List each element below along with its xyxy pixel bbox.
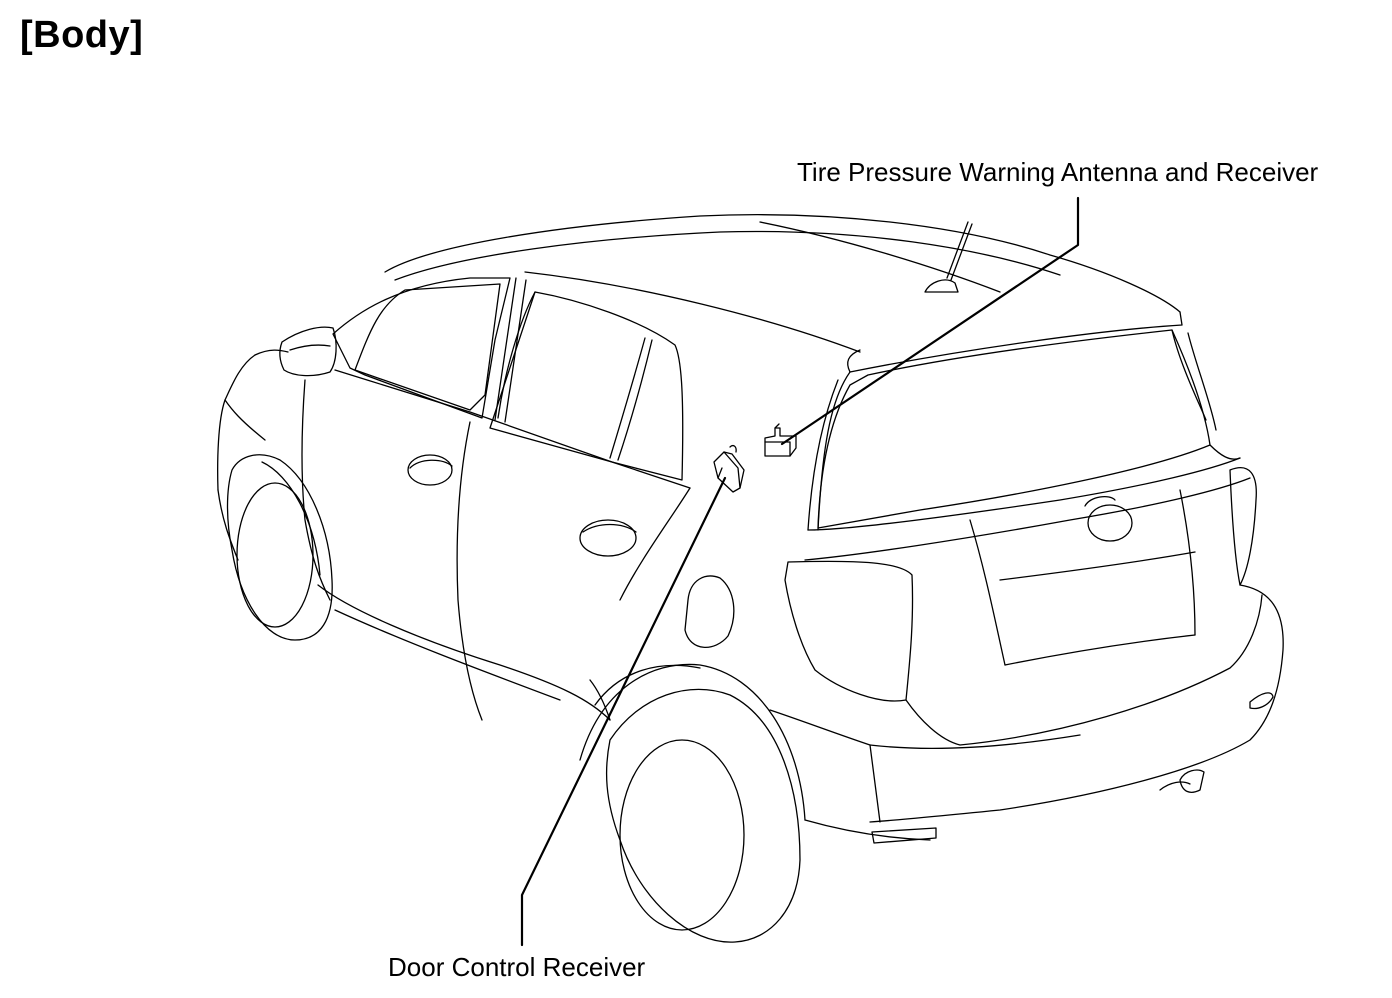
side-windows (332, 277, 691, 489)
front-wheel (226, 454, 333, 641)
door-control-leader-line (520, 476, 727, 947)
roof-antenna-icon (924, 221, 973, 293)
rear-emblem (1084, 495, 1133, 542)
tire-pressure-callout-label: Tire Pressure Warning Antenna and Receiv… (797, 157, 1319, 187)
door-control-callout-label: Door Control Receiver (388, 952, 646, 982)
door-handles (407, 454, 637, 557)
rear-bumper (769, 584, 1284, 844)
door-control-receiver-icon (713, 445, 745, 493)
section-title: [Body] (20, 14, 144, 56)
rear-hatch (804, 329, 1251, 561)
side-mirror (279, 326, 337, 377)
tail-lights (784, 467, 1257, 702)
tire-pressure-receiver-icon (764, 423, 797, 457)
vehicle-roof (384, 214, 1183, 373)
vehicle-body-side (217, 349, 691, 721)
fuel-door (684, 575, 735, 648)
rear-wheel (579, 663, 806, 943)
tire-pressure-leader-line (780, 196, 1080, 446)
